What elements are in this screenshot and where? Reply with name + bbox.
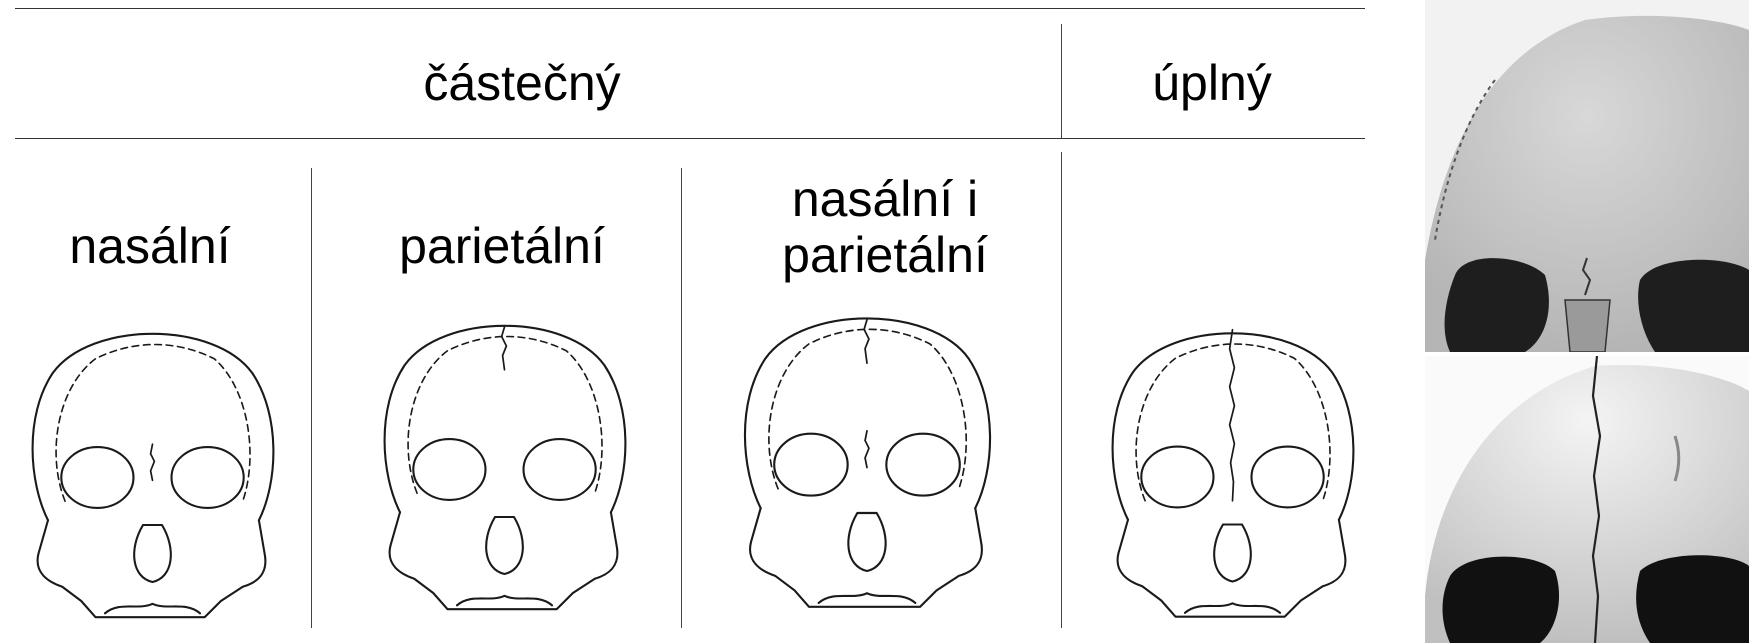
- face-outline: [750, 508, 982, 607]
- parietal-suture: [864, 320, 869, 364]
- top-rule: [15, 8, 1365, 9]
- cranium-outline: [745, 318, 990, 508]
- inner-suture-line: [408, 337, 602, 494]
- skull-photo-partial-nasal: [1425, 0, 1749, 352]
- column-divider-3: [1061, 152, 1062, 628]
- column-divider-1: [311, 168, 312, 628]
- face-outline: [1118, 520, 1346, 617]
- skull-drawing-complete: [1090, 310, 1375, 625]
- teeth: [457, 596, 552, 606]
- header-complete: úplný: [1112, 55, 1312, 111]
- skull-photo-complete: [1425, 356, 1749, 643]
- left-orbit: [61, 447, 133, 508]
- right-orbit: [524, 439, 596, 500]
- right-orbit: [886, 434, 959, 496]
- header-partial: částečný: [312, 55, 732, 111]
- header-rule: [15, 138, 1365, 139]
- parietal-suture: [502, 327, 507, 370]
- skull-drawing-parietal: [362, 300, 647, 620]
- face-outline: [38, 520, 266, 617]
- teeth: [819, 593, 916, 603]
- cranium-outline: [33, 334, 274, 520]
- skull-drawing-nasal-and-parietal: [722, 290, 1012, 620]
- nasal-aperture: [1214, 525, 1251, 582]
- nasal-aperture: [848, 513, 885, 571]
- nasal-aperture: [486, 517, 523, 574]
- column-label-nasal-and-parietal: nasální i parietální: [755, 171, 1015, 283]
- cranium-outline: [385, 326, 626, 512]
- column-divider-2: [681, 168, 682, 628]
- left-orbit: [774, 434, 847, 496]
- metopic-suture-complete: [1230, 330, 1235, 501]
- left-orbit: [413, 439, 485, 500]
- inner-suture-line: [56, 345, 250, 502]
- nasal-suture: [151, 444, 155, 480]
- right-orbit: [1252, 447, 1324, 508]
- face-outline: [390, 512, 618, 609]
- inner-suture-line: [769, 329, 966, 488]
- skull-drawing-nasal: [10, 308, 295, 628]
- header-divider: [1061, 24, 1062, 138]
- teeth: [105, 604, 200, 614]
- nasal-suture: [865, 431, 869, 468]
- right-orbit: [172, 447, 244, 508]
- column-label-nasal: nasální: [20, 218, 280, 274]
- nasal-aperture: [134, 525, 171, 582]
- left-orbit: [1141, 447, 1213, 508]
- teeth: [1185, 603, 1280, 613]
- column-label-parietal: parietální: [362, 218, 642, 274]
